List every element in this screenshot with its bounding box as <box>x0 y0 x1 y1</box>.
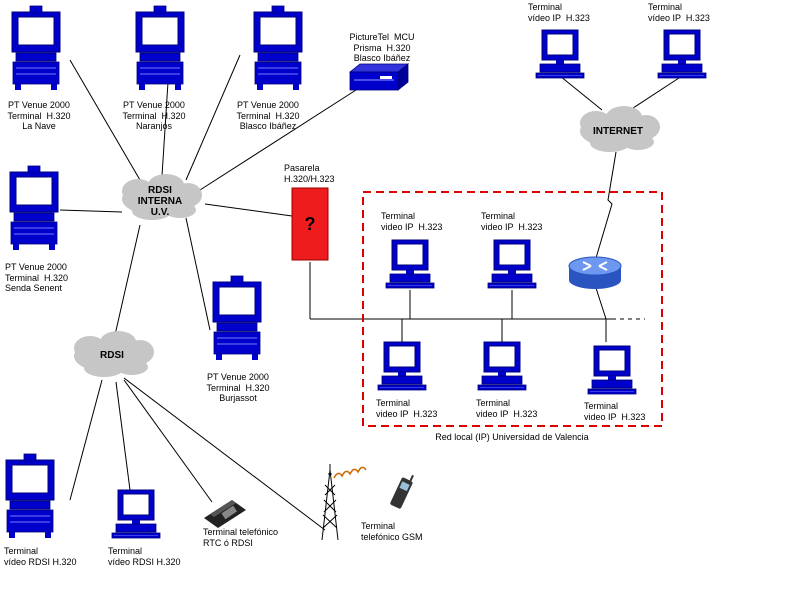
pc-lan-bottom-mid-icon <box>477 341 527 391</box>
rdsi-label: RDSI <box>100 350 124 361</box>
pc-rdsi-icon <box>111 489 161 539</box>
pc-internet-left-label: Terminal vídeo IP H.323 <box>528 2 590 23</box>
venue-burjassot-label: PT Venue 2000 Terminal H.320 Burjassot <box>206 372 270 403</box>
pc-lan-bottom-right-icon <box>587 345 637 395</box>
venue-senda-icon <box>9 165 59 251</box>
venue-rdsi-icon <box>5 453 55 539</box>
venue-rdsi-label: Terminal vídeo RDSI H.320 <box>4 546 77 567</box>
venue-burjassot-icon <box>212 275 262 361</box>
venue-naranjos-icon <box>135 5 185 91</box>
router-icon <box>568 256 622 289</box>
pc-lan-bottom-left-label: Terminal video IP H.323 <box>376 398 438 419</box>
desk-phone-icon <box>204 500 246 528</box>
pc-lan-top-left-icon <box>385 239 435 289</box>
internet-label: INTERNET <box>593 126 643 137</box>
venue-la-nave-icon <box>11 5 61 91</box>
desk-phone-label: Terminal telefónico RTC ó RDSI <box>203 527 279 548</box>
pc-lan-top-left-label: Terminal video IP H.323 <box>381 211 443 232</box>
gateway-question-mark: ? <box>304 213 316 234</box>
venue-la-nave-label: PT Venue 2000 Terminal H.320 La Nave <box>7 100 71 131</box>
venue-blasco-label: PT Venue 2000 Terminal H.320 Blasco Ibáñ… <box>236 100 300 131</box>
pc-internet-right-label: Terminal vídeo IP H.323 <box>648 2 710 23</box>
connection-lines <box>59 54 357 531</box>
pc-lan-top-right-label: Terminal video IP H.323 <box>481 211 543 232</box>
pc-internet-left-icon <box>535 29 585 79</box>
rdsi-interna-label: RDSI INTERNA U.V. <box>137 185 183 218</box>
venue-senda-label: PT Venue 2000 Terminal H.320 Senda Senen… <box>5 262 69 293</box>
pc-lan-bottom-left-icon <box>377 341 427 391</box>
lan-boundary <box>362 191 663 427</box>
gateway-label: Pasarela H.320/H.323 <box>284 163 335 184</box>
venue-naranjos-label: PT Venue 2000 Terminal H.320 Naranjos <box>122 100 186 131</box>
lan-caption: Red local (IP) Universidad de Valencia <box>435 432 589 442</box>
lan-bus <box>309 262 645 342</box>
gateway-box <box>291 187 329 261</box>
mobile-phone-icon <box>390 474 414 509</box>
pc-lan-bottom-right-label: Terminal video IP H.323 <box>584 401 646 422</box>
gsm-label: Terminal telefónico GSM <box>361 521 423 542</box>
pc-internet-right-icon <box>657 29 707 79</box>
radio-antenna-icon <box>321 464 367 541</box>
pc-lan-top-right-icon <box>487 239 537 289</box>
pc-rdsi-label: Terminal vídeo RDSI H.320 <box>108 546 181 567</box>
mcu-device-icon <box>348 63 410 91</box>
mcu-label: PictureTel MCU Prisma H.320 Blasco Ibáñe… <box>349 32 415 63</box>
venue-blasco-icon <box>253 5 303 91</box>
pc-lan-bottom-mid-label: Terminal video IP H.323 <box>476 398 538 419</box>
internet-links <box>559 75 683 259</box>
